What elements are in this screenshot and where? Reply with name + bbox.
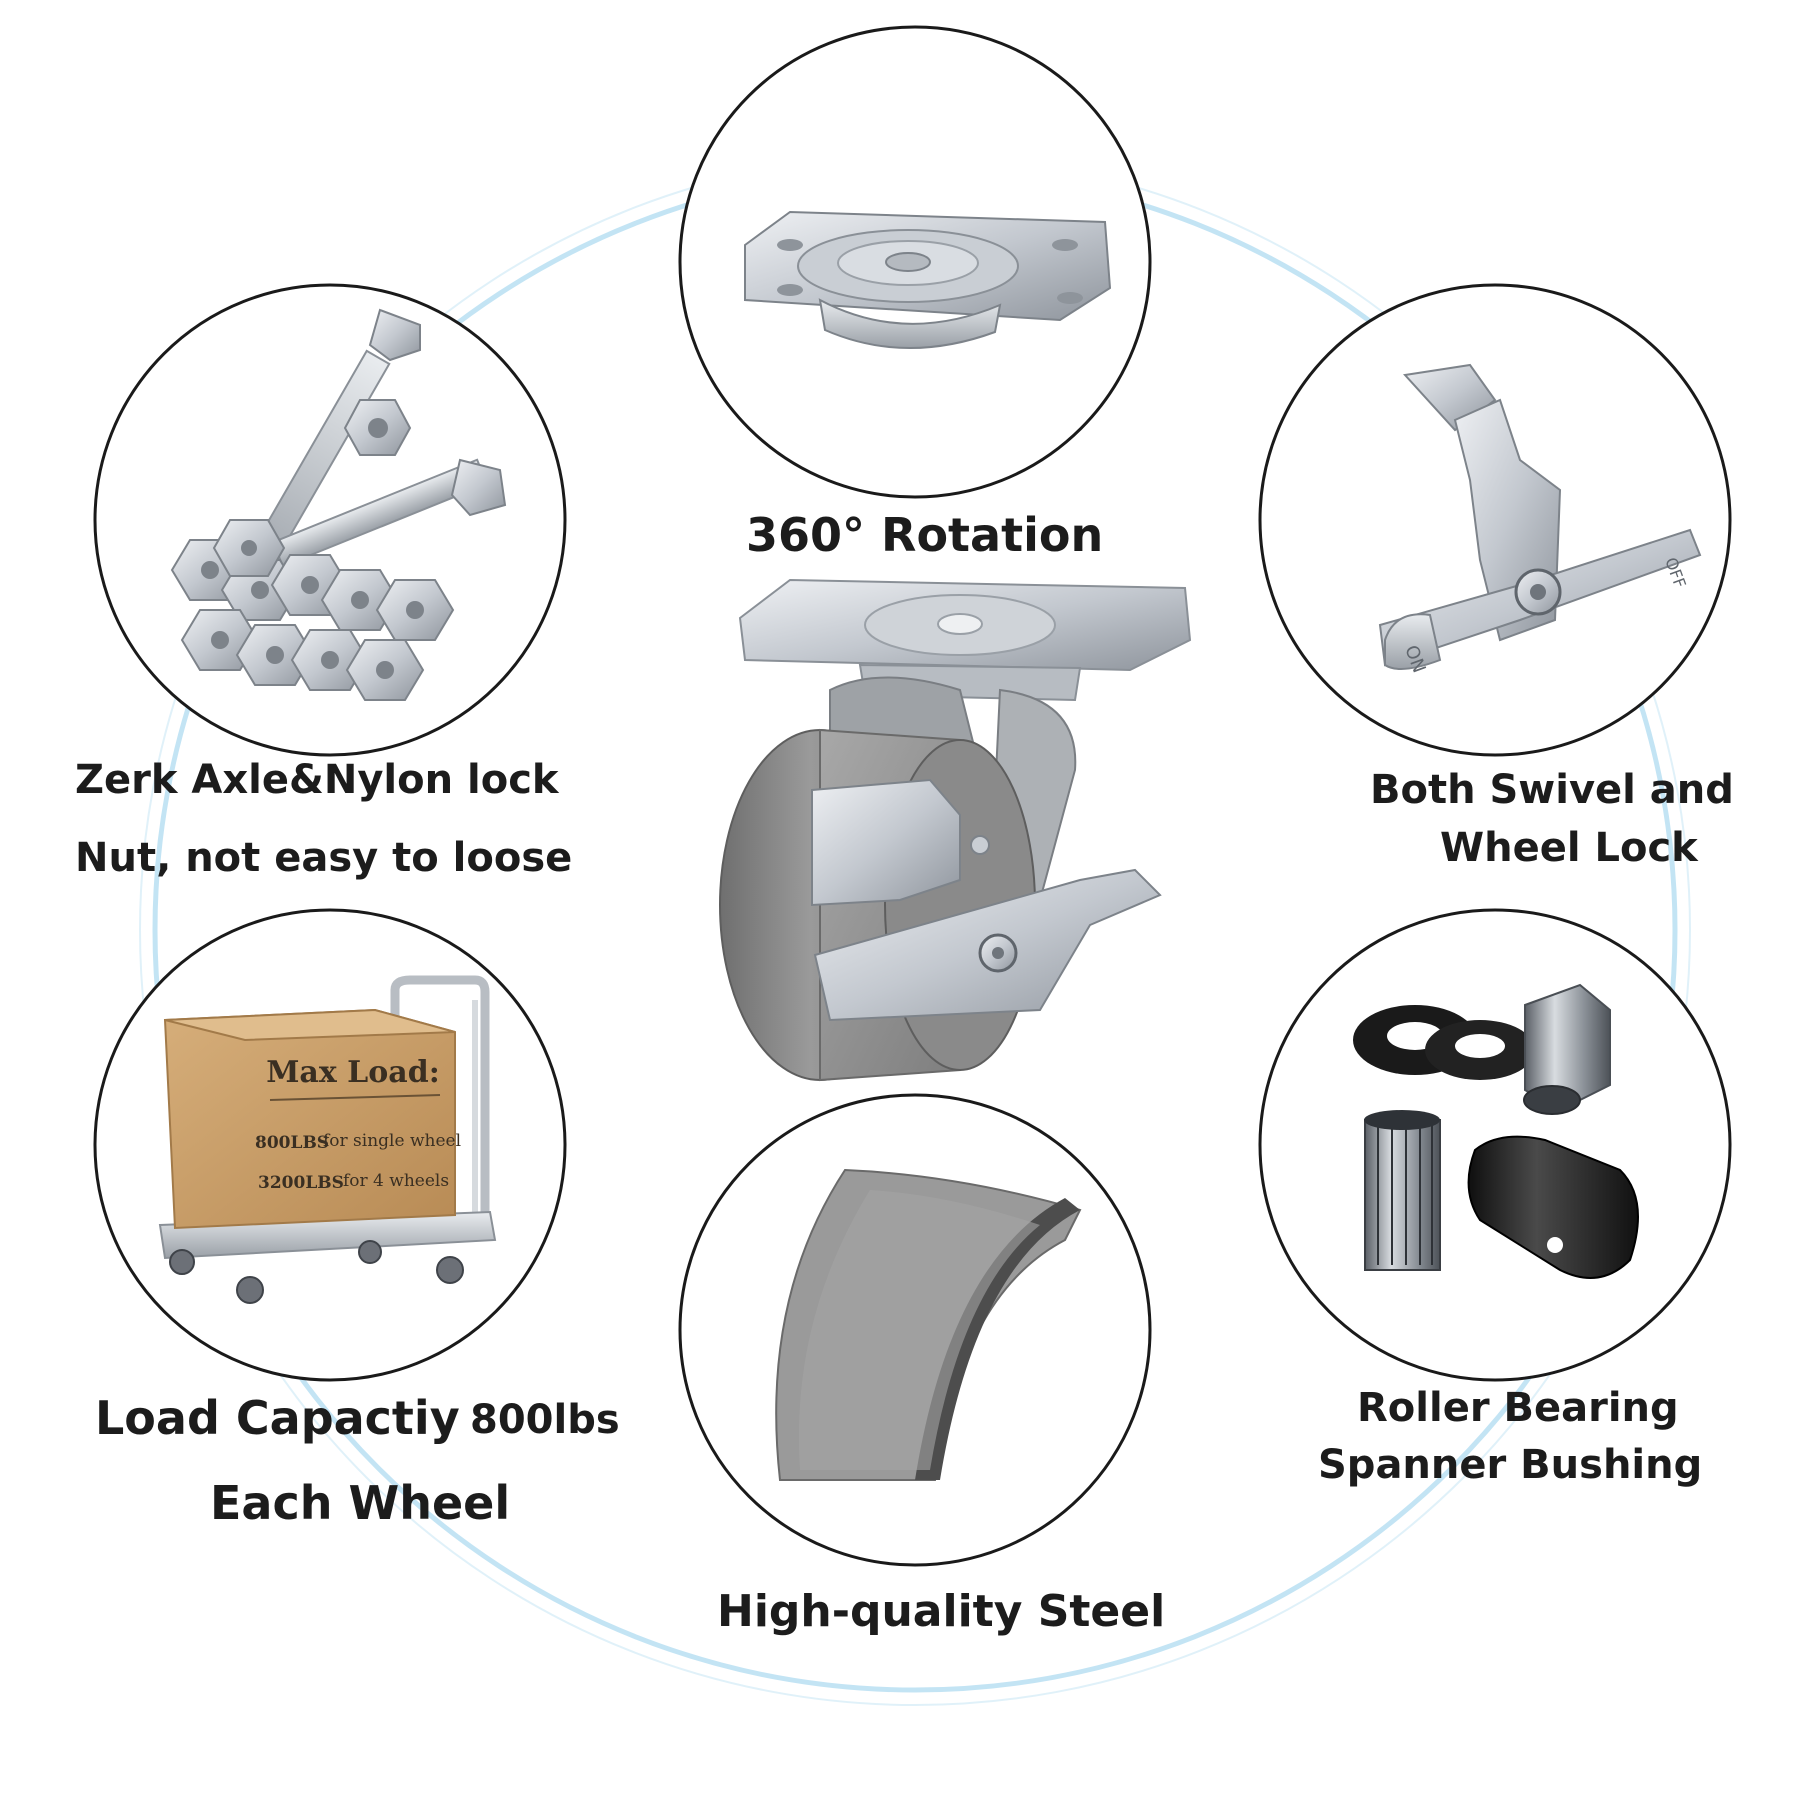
box-title: Max Load: (266, 1055, 440, 1090)
caster-wheel-icon (719, 578, 1192, 1082)
platform-cart-icon: Max Load: 800LBS for single wheel 3200LB… (158, 975, 497, 1304)
brake-lever-icon: ON OFF (1378, 363, 1702, 676)
steel-circle (678, 1093, 1152, 1567)
caption-bearing-line2: Spanner Bushing (1318, 1442, 1703, 1488)
box-line2-text: for 4 wheels (343, 1171, 449, 1191)
top-plate-circle (678, 25, 1152, 499)
brake-circle: ON OFF (1258, 283, 1732, 757)
hardware-circle (93, 283, 567, 757)
steel-wheel-section-icon (775, 1168, 1082, 1481)
caption-load-value: 800lbs (470, 1397, 620, 1443)
box-line1-value: 800LBS (255, 1133, 329, 1153)
caption-zerk-line2: Nut, not easy to loose (75, 835, 573, 881)
caption-load-line2: Each Wheel (210, 1476, 511, 1530)
caption-rotation: 360° Rotation (746, 508, 1104, 562)
box-line2-value: 3200LBS (258, 1173, 344, 1193)
caption-lock-line1: Both Swivel and (1370, 767, 1734, 813)
caption-bearing-line1: Roller Bearing (1357, 1385, 1679, 1431)
roller-bearing-parts-icon (1353, 983, 1639, 1279)
caption-load-line1: Load Capactiy (95, 1391, 460, 1445)
caption-lock-line2: Wheel Lock (1440, 825, 1698, 871)
bearing-circle (1258, 908, 1732, 1382)
cart-circle: Max Load: 800LBS for single wheel 3200LB… (93, 908, 567, 1382)
caption-zerk-line1: Zerk Axle&Nylon lock (75, 757, 559, 803)
caption-steel: High-quality Steel (717, 1586, 1166, 1637)
swivel-top-plate-icon (744, 210, 1112, 349)
bolts-and-nuts-icon (170, 308, 507, 701)
box-line1-text: for single wheel (323, 1131, 461, 1151)
